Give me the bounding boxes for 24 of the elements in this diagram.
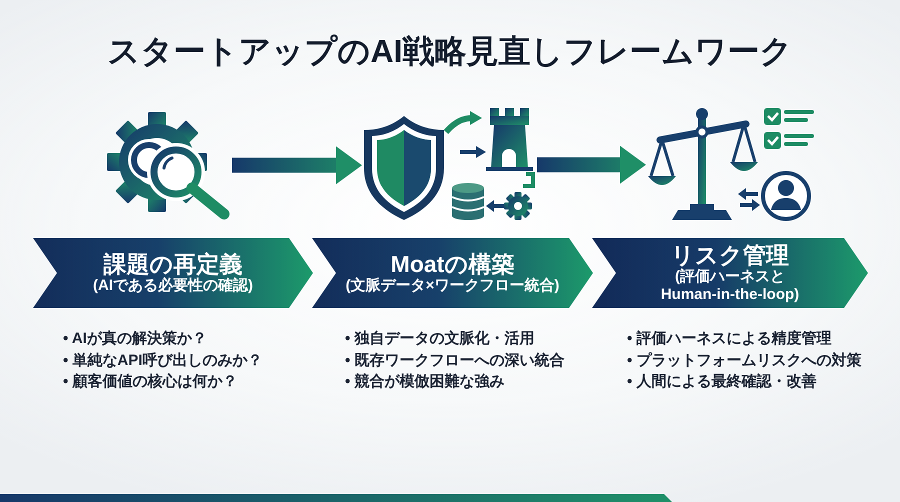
stage-subtitle: (評価ハーネスとHuman-in-the-loop) [660, 268, 800, 304]
scales-checklist-person-icon [646, 106, 816, 224]
bullet-item: • AIが真の解決策か？ [63, 329, 207, 349]
bullet-item: • 顧客価値の核心は何か？ [63, 372, 238, 392]
chevron-banner [592, 238, 868, 308]
bullet-item: • 競合が模倣困難な強み [345, 372, 504, 392]
bullet-item: • プラットフォームリスクへの対策 [627, 350, 862, 370]
gear-magnifier-icon [104, 110, 232, 222]
bullet-item: • 人間による最終確認・改善 [627, 372, 816, 392]
arrow [232, 146, 362, 184]
bullet-item: • 独自データの文脈化・活用 [345, 329, 534, 349]
shield-tower-database-icon [362, 108, 537, 221]
bullet-item: • 単純なAPI呼び出しのみか？ [63, 350, 262, 370]
arrow [537, 146, 646, 184]
chevron-banner [312, 238, 593, 308]
bullet-item: • 評価ハーネスによる精度管理 [627, 329, 832, 349]
title: スタートアップのAI戦略見直しフレームワーク [108, 32, 792, 70]
stage-subtitle: (文脈データ×ワークフロー統合) [345, 277, 560, 296]
stage-subtitle: (AIである必要性の確認) [92, 277, 254, 296]
chevron-banner [33, 238, 313, 308]
stage-heading: Moatの構築 [390, 250, 515, 278]
stage-heading: 課題の再定義 [103, 250, 243, 277]
stage-heading: リスク管理 [670, 242, 790, 268]
bullet-item: • 既存ワークフローへの深い統合 [345, 350, 564, 370]
